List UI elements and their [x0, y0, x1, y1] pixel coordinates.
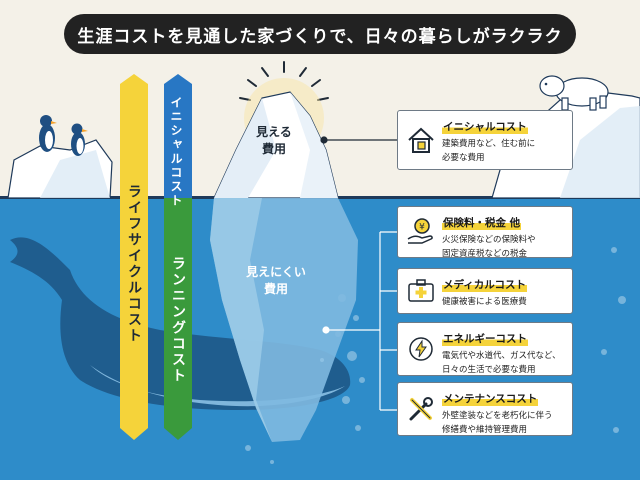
maintenance-cost-card: メンテナンスコスト 外壁塗装などを老朽化に伴う修繕費や維持管理費用	[397, 382, 573, 436]
card-description: 健康被害による医療費	[442, 297, 527, 307]
card-description: 外壁塗装などを老朽化に伴う修繕費や維持管理費用	[442, 411, 553, 435]
card-description: 火災保険などの保険料や固定資産税などの税金	[442, 235, 536, 259]
page-title: 生涯コストを見通した家づくりで、日々の暮らしがラクラク	[64, 14, 576, 54]
card-title: 保険料・税金 他	[442, 215, 522, 230]
connector-lines	[320, 136, 397, 144]
card-title: メンテナンスコスト	[442, 391, 539, 406]
card-title: イニシャルコスト	[442, 119, 528, 134]
card-description: 建築費用など、住む前に必要な費用	[442, 139, 536, 163]
running-cost-arrow	[164, 198, 192, 440]
energy-bulb-icon	[409, 337, 433, 361]
penguin-icon	[39, 115, 57, 152]
lifecycle-cost-arrow	[120, 74, 148, 440]
house-icon	[408, 127, 434, 153]
penguin-icon	[71, 123, 88, 156]
hidden-cost-label: 見えにくい 費用	[246, 265, 306, 296]
energy-cost-card: エネルギーコスト 電気代や水道代、ガス代など、日々の生活で必要な費用	[397, 322, 573, 376]
yen-hand-icon: ¥	[407, 218, 433, 244]
insurance-tax-card: ¥ 保険料・税金 他 火災保険などの保険料や固定資産税などの税金	[397, 206, 573, 259]
initial-cost-label: イニシャルコスト	[169, 96, 183, 208]
running-cost-label: ランニングコスト	[170, 256, 186, 384]
medical-kit-icon	[408, 279, 434, 302]
bracket-lines	[322, 231, 397, 411]
svg-text:¥: ¥	[419, 223, 425, 233]
card-title: エネルギーコスト	[442, 331, 528, 346]
visible-cost-label: 見える 費用	[256, 125, 292, 156]
initial-cost-arrow	[164, 74, 192, 198]
lifecycle-cost-label: ライフサイクルコスト	[126, 184, 142, 344]
initial-cost-card: イニシャルコスト 建築費用など、住む前に必要な費用	[397, 110, 573, 170]
polar-bear-icon	[539, 75, 609, 111]
sun-rays-icon	[239, 61, 329, 101]
card-description: 電気代や水道代、ガス代など、日々の生活で必要な費用	[442, 351, 561, 375]
tools-icon	[409, 397, 433, 421]
medical-cost-card: メディカルコスト 健康被害による医療費	[397, 268, 573, 314]
card-title: メディカルコスト	[442, 277, 528, 292]
